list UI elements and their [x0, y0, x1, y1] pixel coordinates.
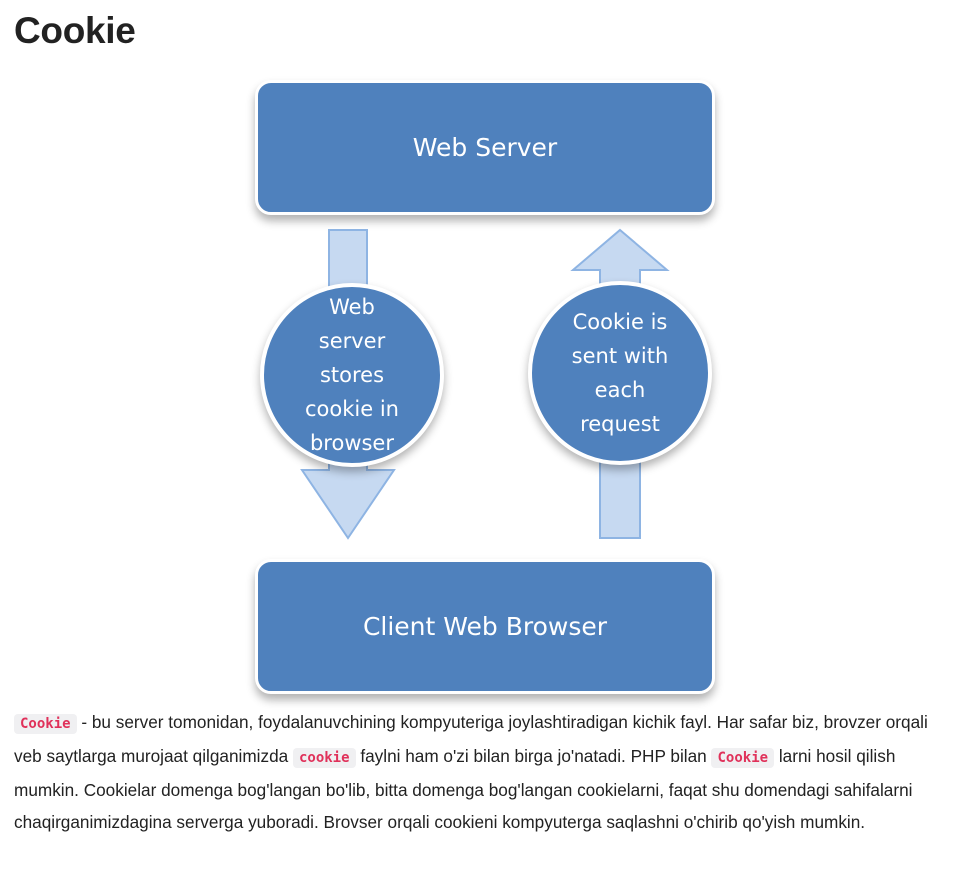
description-text-part-1: - bu server tomonidan, foydalanuvchining… — [14, 712, 928, 766]
sent-with-request-circle: Cookie is sent with each request — [528, 281, 712, 465]
web-server-box: Web Server — [255, 80, 715, 215]
client-browser-label: Client Web Browser — [362, 612, 608, 641]
inline-code-cookie: Cookie — [14, 714, 77, 734]
description-paragraph: Cookie - bu server tomonidan, foydalanuv… — [14, 706, 949, 838]
page-title: Cookie — [14, 10, 136, 51]
stores-cookie-circle: Web server stores cookie in browser — [260, 283, 444, 467]
stores-cookie-text: Web server stores cookie in browser — [305, 295, 399, 455]
description-text-part-2: faylni ham o'zi bilan birga jo'natadi. P… — [355, 746, 712, 766]
description-text-part-3: larni hosil qilish mumkin. Cookielar dom… — [14, 746, 913, 832]
inline-code-cookie-php: Cookie — [711, 748, 775, 768]
inline-code-cookie-lower: cookie — [292, 748, 356, 768]
client-browser-box: Client Web Browser — [255, 559, 715, 694]
web-server-label: Web Server — [412, 133, 558, 162]
sent-with-request-text: Cookie is sent with each request — [571, 310, 669, 436]
cookie-flow-diagram: Web Server Web server stores cookie in b… — [255, 80, 715, 694]
